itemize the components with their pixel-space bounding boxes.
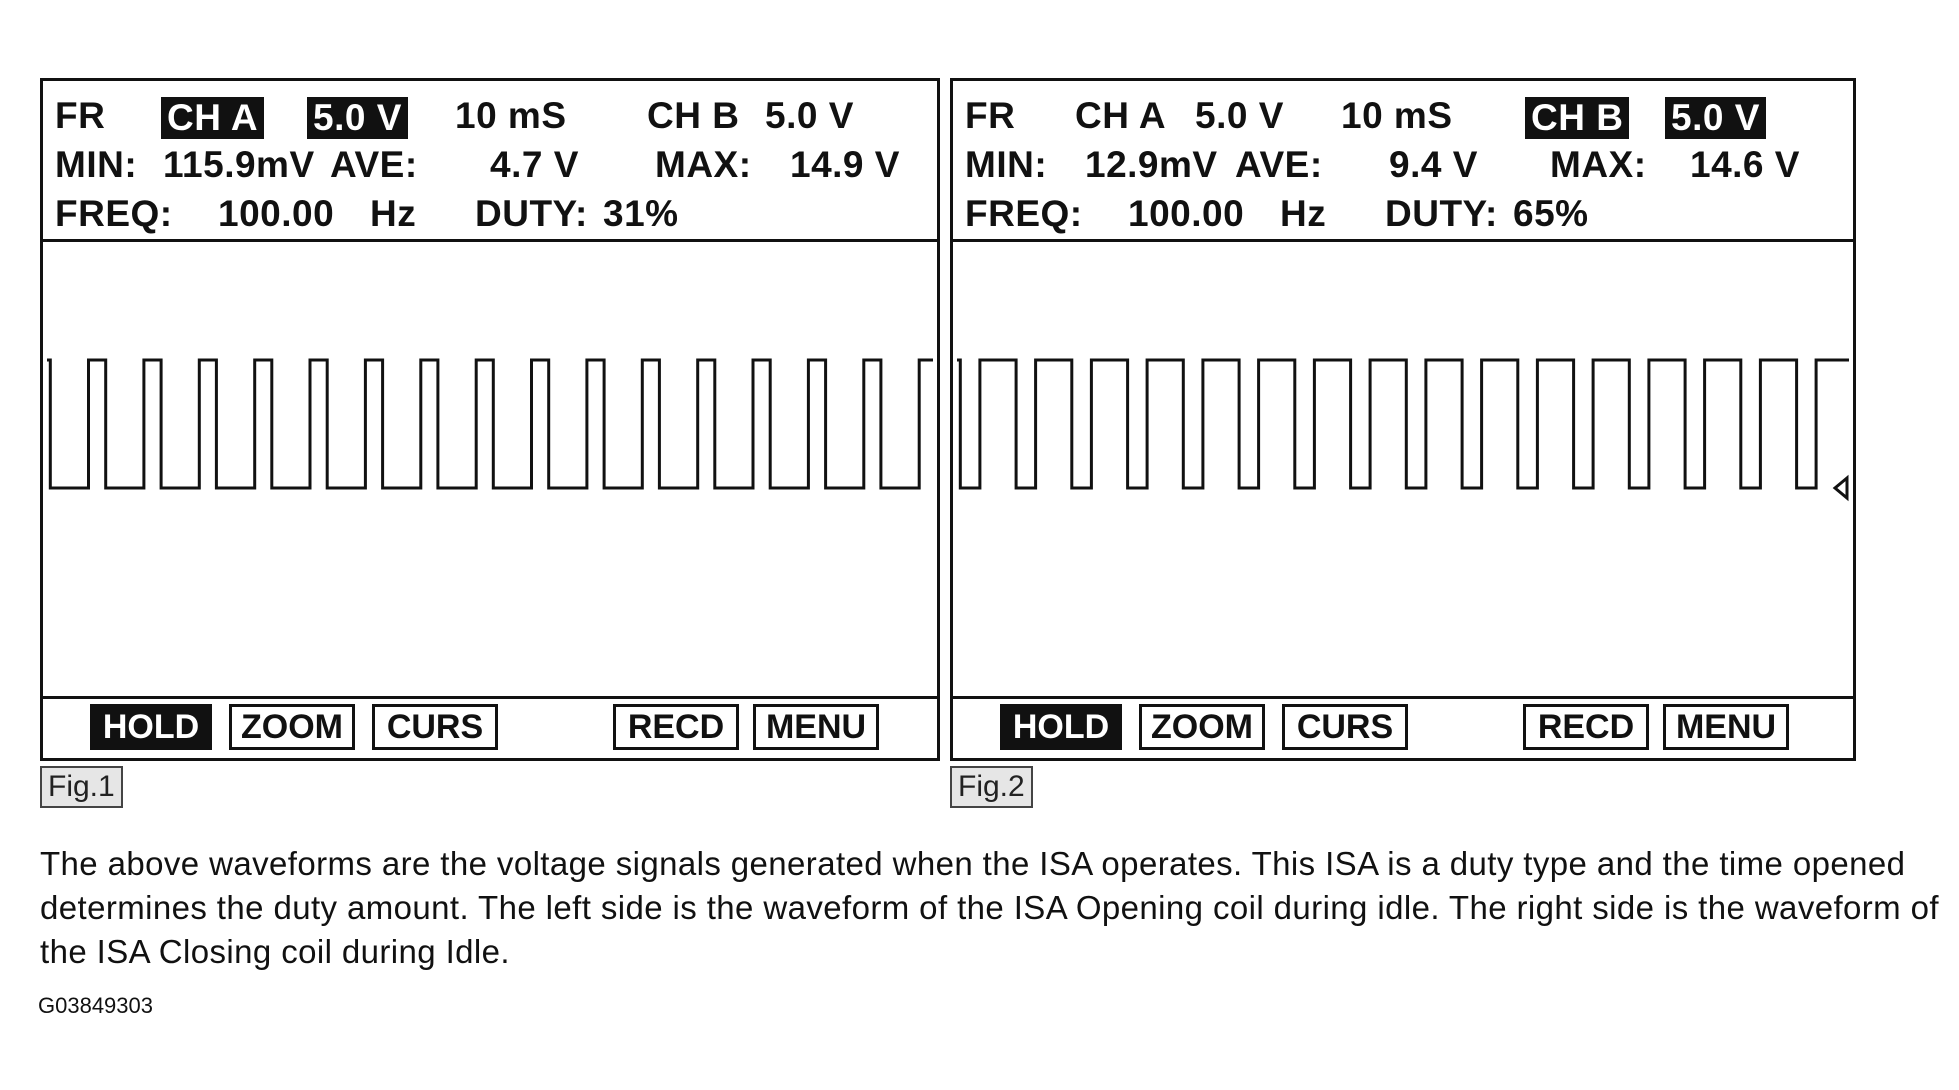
freq-unit: Hz <box>370 193 417 234</box>
curs-button[interactable]: CURS <box>372 704 498 750</box>
scope-screen-1: FR CH A 5.0 V 10 mS CH B 5.0 V MIN: 115.… <box>40 78 940 761</box>
waveform-area <box>953 242 1853 699</box>
menu-button[interactable]: MENU <box>753 704 879 750</box>
channel-b-volts: 5.0 V <box>1665 97 1766 139</box>
curs-button[interactable]: CURS <box>1282 704 1408 750</box>
zoom-button[interactable]: ZOOM <box>229 704 355 750</box>
min-value: 115.9mV <box>163 144 315 185</box>
softkey-bar: HOLD ZOOM CURS RECD MENU <box>43 696 937 758</box>
waveform-trace <box>47 358 933 490</box>
readout-panel: FR CH A 5.0 V 10 mS CH B 5.0 V MIN: 12.9… <box>953 81 1853 242</box>
recd-button[interactable]: RECD <box>613 704 739 750</box>
channel-b-label: CH B <box>1525 97 1630 139</box>
ave-label: AVE: <box>330 144 418 185</box>
duty-label: DUTY: <box>475 193 588 234</box>
max-label: MAX: <box>655 144 752 185</box>
timebase: 10 mS <box>455 95 567 136</box>
hold-button[interactable]: HOLD <box>90 704 212 750</box>
scope-screen-2: FR CH A 5.0 V 10 mS CH B 5.0 V MIN: 12.9… <box>950 78 1856 761</box>
freq-label: FREQ: <box>965 193 1083 234</box>
freq-value: 100.00 <box>1128 193 1245 234</box>
ave-label: AVE: <box>1235 144 1323 185</box>
duty-label: DUTY: <box>1385 193 1498 234</box>
min-label: MIN: <box>965 144 1048 185</box>
freq-unit: Hz <box>1280 193 1327 234</box>
min-value: 12.9mV <box>1085 144 1218 185</box>
figure-tag-2: Fig.2 <box>950 766 1033 808</box>
hold-button[interactable]: HOLD <box>1000 704 1122 750</box>
timebase: 10 mS <box>1341 95 1453 136</box>
recd-button[interactable]: RECD <box>1523 704 1649 750</box>
fr-label: FR <box>965 95 1016 136</box>
fr-label: FR <box>55 95 106 136</box>
ave-value: 4.7 V <box>490 144 579 185</box>
trigger-marker-icon <box>1832 474 1849 502</box>
zoom-button[interactable]: ZOOM <box>1139 704 1265 750</box>
max-value: 14.9 V <box>790 144 900 185</box>
channel-a-label: CH A <box>1075 95 1167 136</box>
freq-label: FREQ: <box>55 193 173 234</box>
duty-value: 65% <box>1513 193 1589 234</box>
image-code: G03849303 <box>38 993 153 1018</box>
freq-value: 100.00 <box>218 193 335 234</box>
ave-value: 9.4 V <box>1389 144 1478 185</box>
channel-a-volts: 5.0 V <box>1195 95 1284 136</box>
channel-a-label: CH A <box>161 97 265 139</box>
max-label: MAX: <box>1550 144 1647 185</box>
channel-a-volts: 5.0 V <box>307 97 408 139</box>
waveform-area <box>43 242 937 699</box>
readout-panel: FR CH A 5.0 V 10 mS CH B 5.0 V MIN: 115.… <box>43 81 937 242</box>
softkey-bar: HOLD ZOOM CURS RECD MENU <box>953 696 1853 758</box>
min-label: MIN: <box>55 144 138 185</box>
channel-b-volts: 5.0 V <box>765 95 854 136</box>
waveform-plot <box>47 358 933 490</box>
waveform-plot <box>957 358 1849 502</box>
waveform-trace <box>957 358 1849 490</box>
duty-value: 31% <box>603 193 679 234</box>
figure-tag-1: Fig.1 <box>40 766 123 808</box>
caption-text: The above waveforms are the voltage sign… <box>40 845 1939 970</box>
max-value: 14.6 V <box>1690 144 1800 185</box>
channel-b-label: CH B <box>647 95 740 136</box>
menu-button[interactable]: MENU <box>1663 704 1789 750</box>
